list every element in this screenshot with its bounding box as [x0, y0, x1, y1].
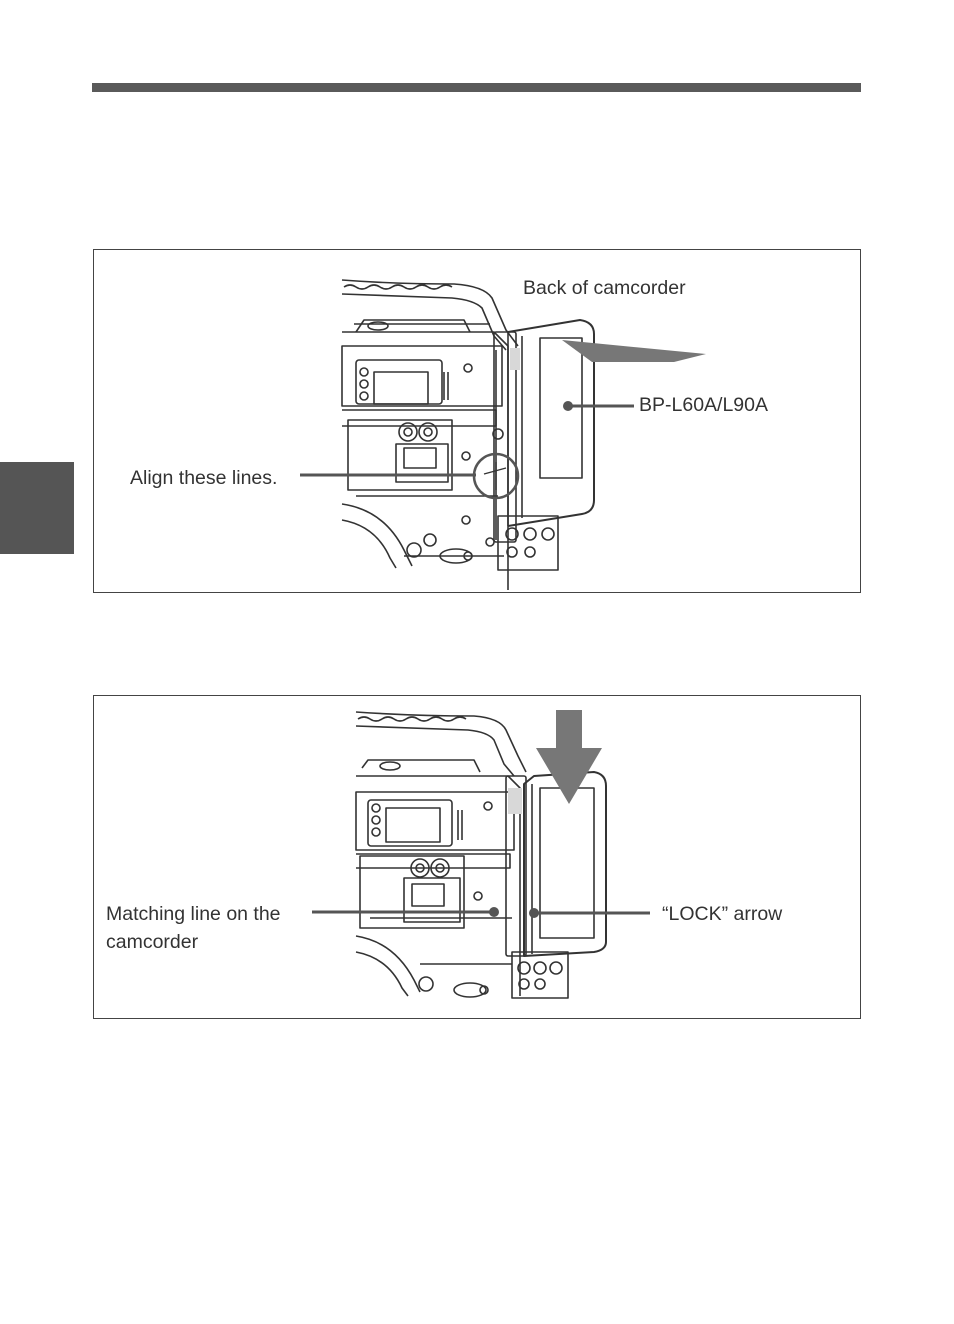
lock-arrow-dot — [529, 908, 539, 918]
lock-arrow-label: “LOCK” arrow — [662, 903, 783, 925]
matching-line-label-1: Matching line on the — [106, 903, 281, 925]
battery-model-label: BP-L60A/L90A — [639, 394, 769, 416]
camcorder-illustration-2 — [312, 710, 650, 999]
figure-attach-battery: Back of camcorder BP-L60A/L90A Align the… — [93, 249, 861, 593]
header-rule — [92, 83, 861, 92]
section-tab — [0, 462, 74, 554]
battery-callout-dot — [563, 401, 573, 411]
camcorder-illustration-1 — [300, 279, 706, 590]
insert-arrow — [562, 340, 706, 362]
matching-line-dot — [489, 907, 499, 917]
matching-line-label-2: camcorder — [106, 931, 199, 953]
align-lines-label: Align these lines. — [130, 467, 278, 489]
back-of-camcorder-label: Back of camcorder — [523, 277, 686, 299]
lock-direction-arrow — [536, 710, 602, 804]
figure-lock-battery: Matching line on the camcorder “LOCK” ar… — [93, 695, 861, 1019]
